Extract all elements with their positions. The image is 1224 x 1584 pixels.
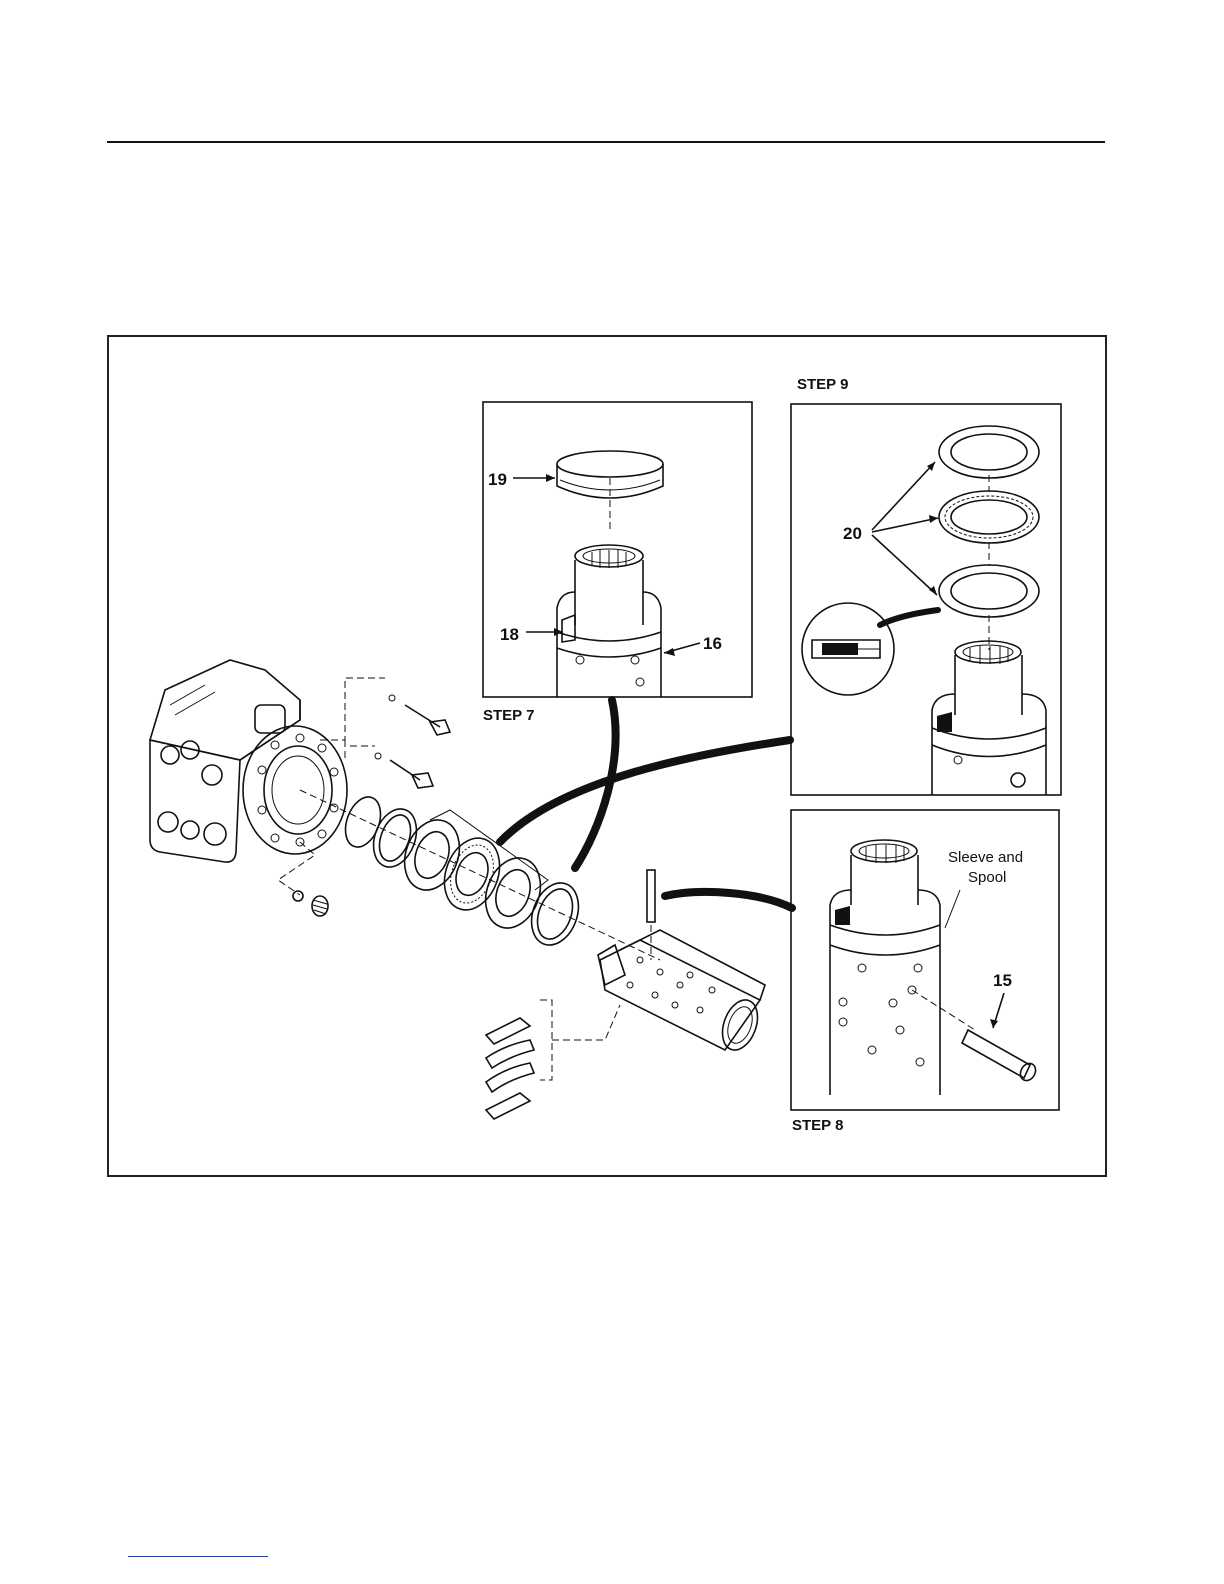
sleeve-label-line1: Sleeve and bbox=[948, 849, 1023, 866]
step7-label: STEP 7 bbox=[483, 707, 534, 724]
pin-exploded bbox=[647, 870, 655, 922]
sleeve-spool-assembly bbox=[598, 930, 765, 1055]
part-16-label: 16 bbox=[703, 634, 722, 653]
step9-label: STEP 9 bbox=[797, 376, 848, 393]
arrows-20 bbox=[872, 462, 938, 595]
arrowhead-19 bbox=[546, 474, 555, 482]
step9-panel bbox=[791, 404, 1061, 795]
part-15-label: 15 bbox=[993, 971, 1012, 990]
assembly-centerline bbox=[300, 790, 660, 960]
cable-step9 bbox=[500, 740, 790, 842]
sleeve-label-line2: Spool bbox=[968, 869, 1006, 886]
check-ball-and-plug bbox=[293, 891, 328, 916]
leader-check bbox=[278, 842, 315, 895]
centering-springs bbox=[486, 1018, 534, 1119]
part-19-label: 19 bbox=[488, 470, 507, 489]
step8-label: STEP 8 bbox=[792, 1117, 843, 1134]
leader-pins bbox=[320, 678, 385, 760]
exploded-rings bbox=[339, 792, 587, 951]
valve-housing bbox=[150, 660, 347, 862]
sleeve-leader bbox=[945, 890, 960, 928]
relief-pins bbox=[375, 695, 450, 788]
part-20-label: 20 bbox=[843, 524, 862, 543]
cable-step8 bbox=[665, 892, 792, 908]
part-18-label: 18 bbox=[500, 625, 519, 644]
springs-leader bbox=[540, 1000, 620, 1080]
footer-rule bbox=[128, 1556, 268, 1557]
